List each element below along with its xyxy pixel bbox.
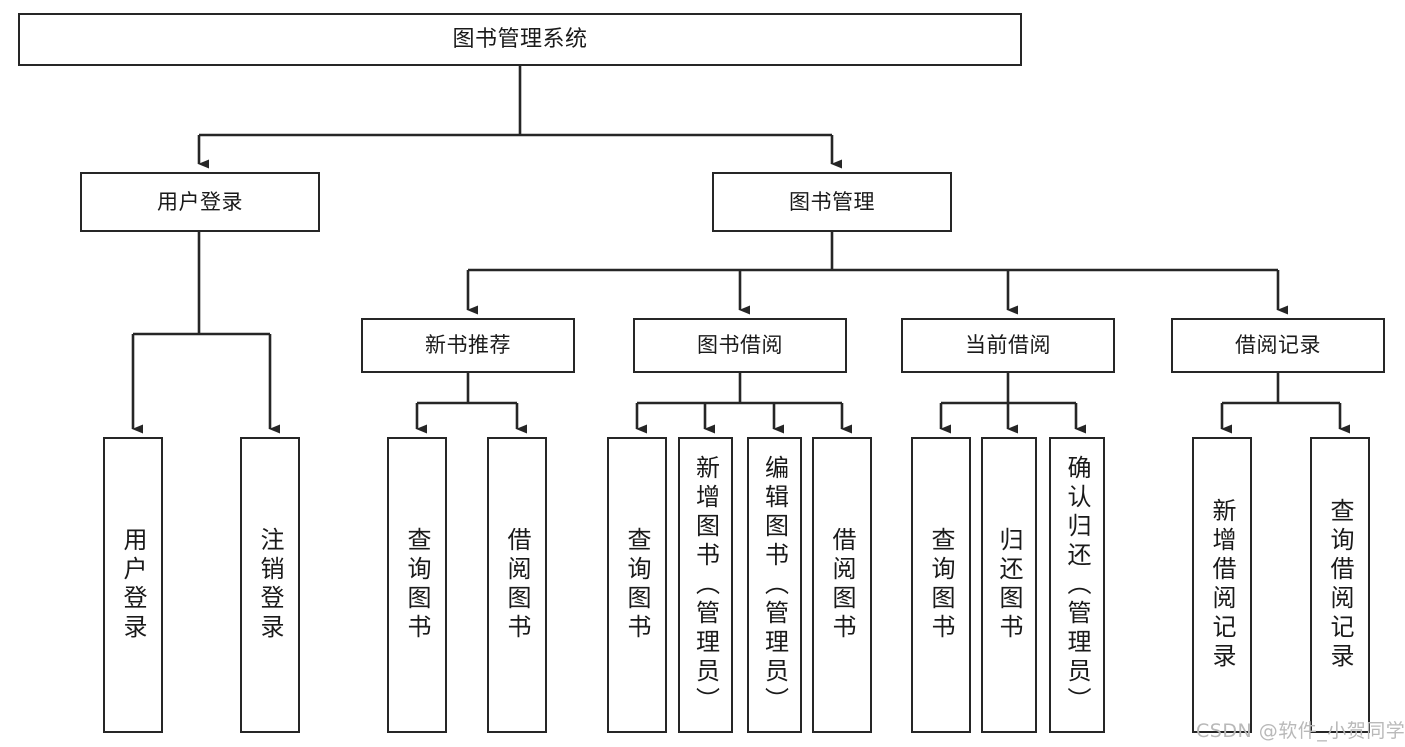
node-label: 图书借阅 — [697, 333, 783, 358]
node-label: 归还图书 — [995, 527, 1023, 643]
node-borrow-record[interactable]: 借阅记录 — [1171, 318, 1385, 373]
node-label: 注销登录 — [256, 527, 284, 643]
leaf-borrow-edit-book-admin[interactable]: 编辑图书（管理员） — [747, 437, 802, 733]
node-book-borrow[interactable]: 图书借阅 — [633, 318, 847, 373]
leaf-record-add-record[interactable]: 新增借阅记录 — [1192, 437, 1252, 733]
leaf-recommend-query-book[interactable]: 查询图书 — [387, 437, 447, 733]
leaf-logout-login[interactable]: 注销登录 — [240, 437, 300, 733]
leaf-current-return-book[interactable]: 归还图书 — [981, 437, 1037, 733]
leaf-current-query-book[interactable]: 查询图书 — [911, 437, 971, 733]
leaf-user-login[interactable]: 用户登录 — [103, 437, 163, 733]
node-label: 查询图书 — [403, 527, 431, 643]
node-label: 借阅图书 — [828, 527, 856, 643]
node-label: 图书管理 — [789, 189, 875, 214]
node-label: 当前借阅 — [965, 333, 1051, 358]
node-label: 查询图书 — [927, 527, 955, 643]
node-label: 新增图书（管理员） — [691, 454, 720, 716]
node-label: 确认归还（管理员） — [1063, 454, 1091, 716]
leaf-recommend-borrow-book[interactable]: 借阅图书 — [487, 437, 547, 733]
node-label: 用户登录 — [157, 189, 243, 214]
node-label: 新增借阅记录 — [1208, 498, 1236, 672]
node-label: 图书管理系统 — [452, 26, 588, 52]
node-current-borrow[interactable]: 当前借阅 — [901, 318, 1115, 373]
leaf-borrow-borrow-book[interactable]: 借阅图书 — [812, 437, 872, 733]
node-new-book-recommend[interactable]: 新书推荐 — [361, 318, 575, 373]
leaf-borrow-add-book-admin[interactable]: 新增图书（管理员） — [678, 437, 733, 733]
node-label: 借阅记录 — [1235, 333, 1321, 358]
node-label: 查询借阅记录 — [1326, 498, 1354, 672]
node-user-login[interactable]: 用户登录 — [80, 172, 320, 232]
leaf-borrow-query-book[interactable]: 查询图书 — [607, 437, 667, 733]
node-root-system[interactable]: 图书管理系统 — [18, 13, 1022, 66]
node-book-management[interactable]: 图书管理 — [712, 172, 952, 232]
node-label: 新书推荐 — [425, 333, 511, 358]
node-label: 查询图书 — [623, 527, 651, 643]
node-label: 用户登录 — [119, 527, 147, 643]
leaf-current-confirm-return-admin[interactable]: 确认归还（管理员） — [1049, 437, 1105, 733]
leaf-record-query-record[interactable]: 查询借阅记录 — [1310, 437, 1370, 733]
node-label: 编辑图书（管理员） — [760, 454, 789, 716]
node-label: 借阅图书 — [503, 527, 531, 643]
